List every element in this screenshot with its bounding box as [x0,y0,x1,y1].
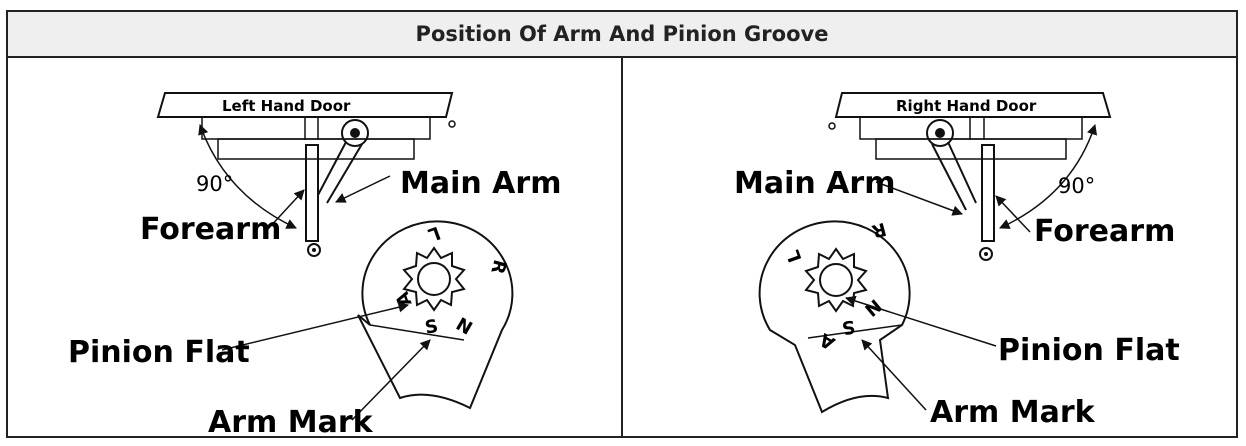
left-main-arm-label: Main Arm [400,166,561,201]
left-angle-arc [198,124,297,229]
left-pinion-dial [357,220,514,410]
right-arm-mark-label: Arm Mark [930,395,1096,430]
panel-divider [621,58,623,438]
table-header: Position Of Arm And Pinion Groove [8,12,1236,58]
right-forearm-label: Forearm [1034,214,1175,249]
right-closer-top [859,116,1083,140]
svg-text:S: S [423,316,439,339]
left-arm-mark-label: Arm Mark [208,405,374,440]
left-forearm-label: Forearm [140,212,281,247]
right-closer-body [875,138,1067,160]
right-main-arm-label: Main Arm [734,166,895,201]
left-pinion-star [402,246,466,312]
svg-text:R: R [486,257,510,276]
svg-text:L: L [425,222,443,246]
right-main-arm [931,141,977,211]
right-pivot [926,119,954,147]
right-angle-label: 90° [1058,174,1095,198]
left-door-frame [156,92,454,118]
left-angle-label: 90° [196,172,233,196]
left-door-pin [448,120,456,128]
right-door-pin [828,122,836,130]
left-door-label: Left Hand Door [222,97,351,115]
left-forearm [305,144,319,242]
right-angle-arc [999,124,1098,229]
right-pinion-flat-label: Pinion Flat [998,333,1180,368]
right-door-label: Right Hand Door [896,97,1037,115]
left-closer-body [217,138,415,160]
left-panel: L R A S N Left Hand Door 90° Main Arm Fo… [68,92,561,440]
svg-text:R: R [869,218,888,242]
right-pinion-star [804,247,868,313]
svg-text:L: L [783,247,807,265]
svg-text:S: S [840,315,856,338]
left-main-arm [317,141,363,204]
right-pinion-dial [758,220,911,414]
right-panel: R L A S N Right Hand Door 90° Main Arm F… [734,92,1180,430]
svg-text:A: A [816,328,839,353]
right-door-frame [834,92,1112,118]
left-closer-top [201,116,431,140]
diagram-title: Position Of Arm And Pinion Groove [415,22,829,46]
left-pinion-flat-label: Pinion Flat [68,335,250,370]
left-pivot [341,119,369,147]
svg-text:N: N [452,314,476,340]
right-forearm [981,144,995,242]
